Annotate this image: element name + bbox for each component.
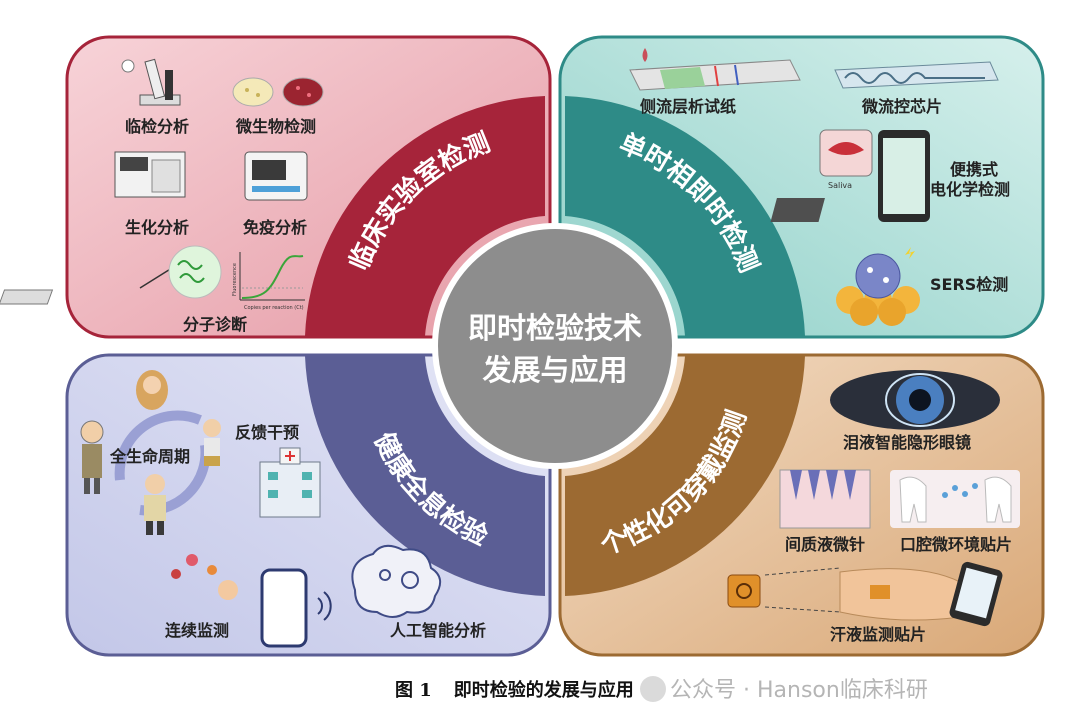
label-microfluidic: 微流控芯片 <box>861 97 942 116</box>
ai-brain-icon <box>351 544 442 618</box>
organ-icons <box>171 554 238 600</box>
label-immunology: 免疫分析 <box>243 218 307 237</box>
label-lateral-flow: 侧流层析试纸 <box>640 97 736 116</box>
immunoassay-analyzer-icon <box>244 151 308 201</box>
sers-nanoparticle-icon <box>836 247 920 326</box>
diagram-canvas: 即时检验技术 发展与应用 临床实验室检测 单时相即时检测 健康全息检验 个性化可… <box>0 35 1045 657</box>
wechat-logo-icon <box>640 676 666 702</box>
ring-segment-holographic <box>305 356 545 596</box>
label-continuous-monitoring: 连续监测 <box>165 621 229 640</box>
amplification-curve-icon: Copies per reaction (Ct) Fluorescence <box>232 252 305 311</box>
label-molecular-diagnostics: 分子诊断 <box>183 315 247 334</box>
microfluidic-chip-icon <box>834 61 999 89</box>
figure-caption: 图 1 即时检验的发展与应用 <box>395 676 634 702</box>
label-tear-contact-lens: 泪液智能隐形眼镜 <box>843 433 971 452</box>
pcr-plate-icon <box>0 245 222 305</box>
label-whole-life-cycle: 全生命周期 <box>109 447 190 466</box>
ring-segment-clinical <box>305 96 545 336</box>
saliva-label: Saliva <box>828 181 852 190</box>
smart-contact-lens-icon <box>830 370 1000 430</box>
microscope-icon <box>121 58 181 106</box>
label-portable: 便携式 <box>950 160 998 179</box>
watermark-text: 公众号 · Hanson临床科研 <box>670 678 928 703</box>
adult-person-icon <box>144 474 166 535</box>
label-biochemistry: 生化分析 <box>125 218 189 237</box>
smartphone-icon <box>260 568 332 648</box>
center-title-line1: 即时检验技术 <box>468 311 642 345</box>
portable-electrochemical-device-icon: Saliva <box>770 129 930 222</box>
label-sers: SERS检测 <box>930 275 1008 294</box>
caption-text: 即时检验的发展与应用 <box>453 680 634 701</box>
ring-segment-poct <box>565 96 805 336</box>
child-icon <box>203 419 221 466</box>
ring-segment-wearable <box>565 356 805 596</box>
label-feedback-intervention: 反馈干预 <box>235 423 299 442</box>
elderly-person-icon <box>80 420 104 494</box>
graph-y-label: Fluorescence <box>232 263 238 296</box>
label-electrochemical: 电化学检测 <box>930 180 1010 199</box>
label-oral-patch: 口腔微环境贴片 <box>900 535 1012 554</box>
label-ai-analysis: 人工智能分析 <box>390 621 486 640</box>
sweat-patch-icon <box>727 561 1003 627</box>
watermark: 公众号 · Hanson临床科研 <box>640 672 928 704</box>
oral-patch-icon <box>890 470 1020 528</box>
label-clinical-analysis: 临检分析 <box>125 117 189 136</box>
hospital-icon <box>259 447 321 518</box>
center-circle <box>432 223 678 469</box>
graph-x-label: Copies per reaction (Ct) <box>244 305 304 311</box>
baby-icon <box>136 370 168 410</box>
label-microbiology: 微生物检测 <box>235 117 316 136</box>
label-microneedle: 间质液微针 <box>785 535 865 554</box>
center-title-line2: 发展与应用 <box>481 353 627 387</box>
caption-number: 图 1 <box>395 680 432 701</box>
microneedle-icon <box>779 469 871 529</box>
lateral-flow-strip-icon <box>629 48 801 91</box>
label-sweat-patch: 汗液监测贴片 <box>830 625 926 644</box>
petri-dish-icon <box>232 77 324 107</box>
biochem-analyzer-icon <box>114 151 186 198</box>
